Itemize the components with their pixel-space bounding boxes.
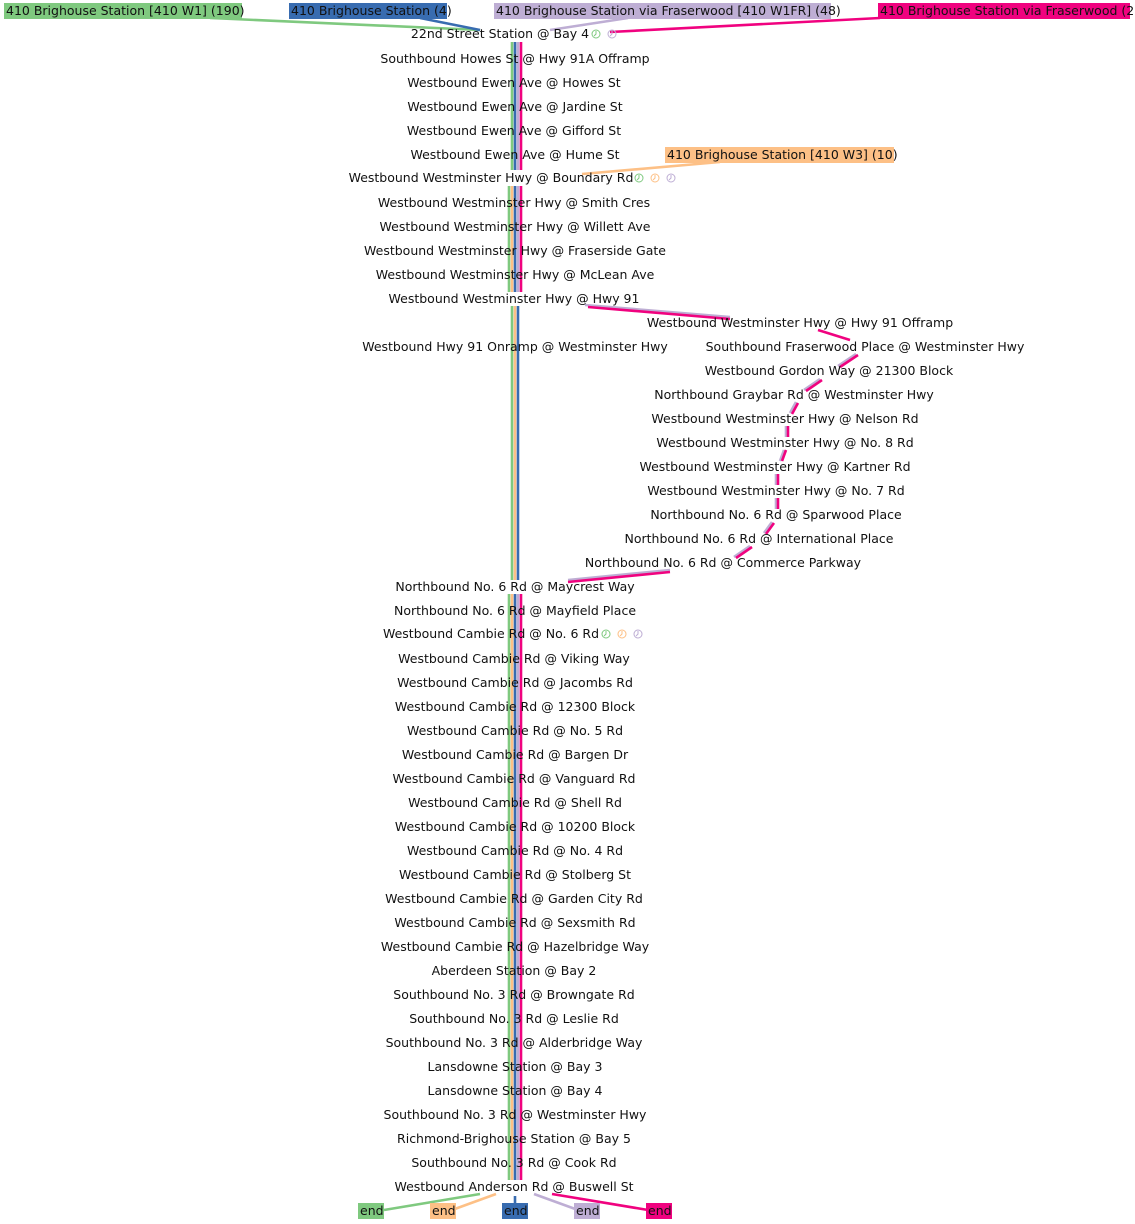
clock-icon: [601, 629, 611, 639]
stop-label: Westbound Cambie Rd @ Viking Way: [398, 651, 630, 666]
stop-label: Westbound Cambie Rd @ Sexsmith Rd: [394, 915, 635, 930]
stop-label: Northbound Graybar Rd @ Westminster Hwy: [654, 387, 934, 402]
stop-label: Southbound Fraserwood Place @ Westminste…: [706, 339, 1025, 354]
timepoint-icons: [591, 29, 676, 639]
branch-label-blue: 410 Brighouse Station (4): [291, 3, 452, 18]
clock-icon: [607, 29, 617, 39]
clock-icon: [591, 29, 601, 39]
trunk-mid: [507, 186, 523, 292]
end-badge-w1: [358, 1203, 384, 1219]
fraserwood-detour: [567, 303, 859, 584]
branch-badge-w1: [4, 3, 242, 19]
stop-label: Westbound Westminster Hwy @ Fraserside G…: [364, 243, 666, 258]
stop-label: Northbound No. 6 Rd @ Mayfield Place: [394, 603, 636, 618]
end-badge-w1fr: [574, 1203, 600, 1219]
branch-badge-blue: [289, 3, 447, 19]
stop-label: Westbound Ewen Ave @ Gifford St: [407, 123, 621, 138]
stop-label: Westbound Westminster Hwy @ Smith Cres: [378, 195, 650, 210]
stop-label: Westbound Westminster Hwy @ Hwy 91 Offra…: [647, 315, 953, 330]
stop-label: Westbound Westminster Hwy @ Nelson Rd: [651, 411, 918, 426]
stop-label: Westbound Hwy 91 Onramp @ Westminster Hw…: [362, 339, 668, 354]
branch-labels: 410 Brighouse Station [410 W1] (190) 410…: [4, 3, 1135, 163]
branch-badge-fraserwood: [878, 3, 1130, 19]
stop-label: Aberdeen Station @ Bay 2: [432, 963, 597, 978]
stop-label: Southbound No. 3 Rd @ Browngate Rd: [393, 987, 634, 1002]
stop-label: Westbound Cambie Rd @ Bargen Dr: [402, 747, 629, 762]
stop-label: Northbound No. 6 Rd @ Sparwood Place: [650, 507, 902, 522]
stop-label: Westbound Westminster Hwy @ McLean Ave: [376, 267, 655, 282]
stop-label: Southbound No. 3 Rd @ Cook Rd: [411, 1155, 616, 1170]
end-badge-blue: [502, 1203, 528, 1219]
end-label: end: [504, 1203, 528, 1218]
stop-label: Northbound No. 6 Rd @ Commerce Parkway: [585, 555, 862, 570]
end-label: end: [360, 1203, 384, 1218]
stop-label: Westbound Cambie Rd @ Vanguard Rd: [393, 771, 636, 786]
stop-label: Westbound Westminster Hwy @ Willett Ave: [380, 219, 651, 234]
clock-icon: [666, 173, 676, 183]
stop-label: Westbound Westminster Hwy @ Boundary Rd: [349, 170, 634, 185]
stop-label: Westbound Cambie Rd @ No. 6 Rd: [383, 626, 599, 641]
stop-label: Southbound Howes St @ Hwy 91A Offramp: [380, 51, 649, 66]
stop-label: Westbound Cambie Rd @ No. 4 Rd: [407, 843, 623, 858]
end-badge-w3: [430, 1203, 456, 1219]
stop-label: Lansdowne Station @ Bay 3: [428, 1059, 603, 1074]
clock-icon: [617, 629, 627, 639]
stop-label: Westbound Gordon Way @ 21300 Block: [705, 363, 954, 378]
route-lines: [209, 16, 881, 1212]
clock-icon: [650, 173, 660, 183]
stop-label: Westbound Westminster Hwy @ Kartner Rd: [639, 459, 910, 474]
stop-label: Richmond-Brighouse Station @ Bay 5: [397, 1131, 631, 1146]
branch-badge-w3: [665, 147, 894, 163]
stop-label: Westbound Westminster Hwy @ No. 7 Rd: [647, 483, 904, 498]
stop-label: Northbound No. 6 Rd @ Maycrest Way: [395, 579, 635, 594]
stop-label: Westbound Cambie Rd @ Garden City Rd: [385, 891, 643, 906]
stop-label: Westbound Ewen Ave @ Howes St: [407, 75, 621, 90]
end-connectors: [383, 1192, 649, 1212]
stop-labels: 22nd Street Station @ Bay 4 Southbound H…: [349, 26, 1025, 1194]
stop-label: Southbound No. 3 Rd @ Alderbridge Way: [386, 1035, 643, 1050]
stop-label: Westbound Ewen Ave @ Jardine St: [407, 99, 622, 114]
trunk-bottom: [507, 594, 523, 1180]
stop-label: Westbound Westminster Hwy @ Hwy 91: [389, 291, 640, 306]
clock-icon: [633, 629, 643, 639]
stop-label: Westbound Cambie Rd @ Stolberg St: [399, 867, 631, 882]
origin-connectors: [209, 16, 881, 176]
end-label: end: [648, 1203, 672, 1218]
stop-label: Westbound Cambie Rd @ Hazelbridge Way: [381, 939, 650, 954]
branch-label-w1: 410 Brighouse Station [410 W1] (190): [6, 3, 245, 18]
stop-label: Southbound No. 3 Rd @ Leslie Rd: [409, 1011, 619, 1026]
end-label: end: [432, 1203, 456, 1218]
stop-label: Southbound No. 3 Rd @ Westminster Hwy: [384, 1107, 648, 1122]
stop-label: Westbound Cambie Rd @ No. 5 Rd: [407, 723, 623, 738]
end-badges: end end end end end: [358, 1203, 672, 1219]
stop-label: Northbound No. 6 Rd @ International Plac…: [624, 531, 893, 546]
trunk-long: [510, 306, 520, 580]
branch-label-fraserwood: 410 Brighouse Station via Fraserwood (2): [880, 3, 1135, 18]
end-label: end: [576, 1203, 600, 1218]
branch-badge-w1fr: [494, 3, 831, 19]
stop-label: Westbound Cambie Rd @ Jacombs Rd: [397, 675, 633, 690]
stop-label: Westbound Ewen Ave @ Hume St: [410, 147, 619, 162]
stop-label: Westbound Westminster Hwy @ No. 8 Rd: [656, 435, 913, 450]
branch-label-w1fr: 410 Brighouse Station via Fraserwood [41…: [496, 3, 841, 18]
stop-label: Lansdowne Station @ Bay 4: [428, 1083, 603, 1098]
stop-label: Westbound Cambie Rd @ 10200 Block: [395, 819, 636, 834]
clock-icon: [634, 173, 644, 183]
stop-label: Westbound Cambie Rd @ 12300 Block: [395, 699, 636, 714]
stop-label: Westbound Anderson Rd @ Buswell St: [394, 1179, 633, 1194]
stop-label: Westbound Cambie Rd @ Shell Rd: [408, 795, 622, 810]
end-badge-fraserwood: [646, 1203, 672, 1219]
trunk-top: [510, 42, 523, 170]
stop-label: 22nd Street Station @ Bay 4: [411, 26, 589, 41]
branch-label-w3: 410 Brighouse Station [410 W3] (10): [667, 147, 898, 162]
